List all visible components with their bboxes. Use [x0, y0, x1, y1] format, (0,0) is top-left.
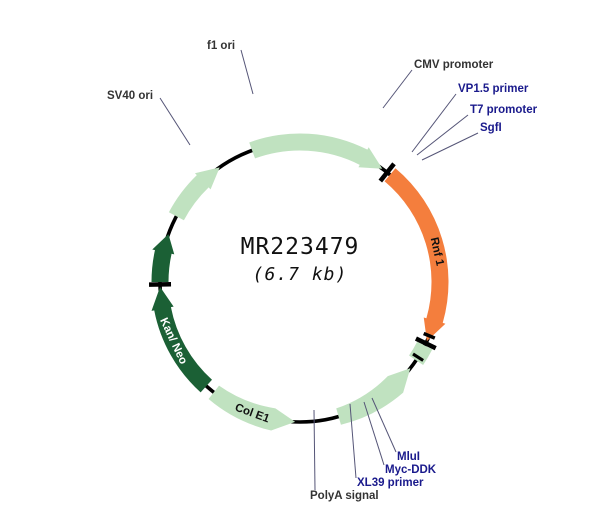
- plasmid-size: (6.7 kb): [253, 264, 348, 285]
- leader-line-mlui: [371, 397, 397, 453]
- leader-line-t7-promoter: [416, 114, 469, 156]
- callout-label-t7-promoter[interactable]: T7 promoter: [470, 104, 538, 116]
- callout-label-sv40-ori[interactable]: SV40 ori: [107, 90, 153, 102]
- callout-label-myc-ddk[interactable]: Myc-DDK: [385, 464, 437, 476]
- site-tick-minor-1[interactable]: [412, 352, 424, 362]
- feature-rnf1-orf[interactable]: [384, 168, 449, 342]
- feature-polya-signal[interactable]: [336, 368, 411, 425]
- site-tick-minor-0[interactable]: [423, 331, 436, 340]
- leader-line-myc-ddk: [363, 401, 385, 466]
- leader-line-sv40-ori: [159, 97, 191, 146]
- callout-label-cmv-promoter[interactable]: CMV promoter: [414, 59, 494, 71]
- feature-cmv-promoter[interactable]: [249, 133, 383, 169]
- callout-label-vp15-primer[interactable]: VP1.5 primer: [458, 83, 529, 95]
- feature-f1-ori[interactable]: [168, 167, 220, 221]
- feature-arcs-group: [151, 133, 449, 431]
- leader-line-xl39-primer: [349, 403, 357, 479]
- callout-label-f1-ori[interactable]: f1 ori: [207, 40, 235, 52]
- site-tick-sgfi[interactable]: [378, 162, 396, 183]
- feature-sv40-ori[interactable]: [151, 234, 175, 282]
- leader-line-sgfi: [421, 132, 479, 161]
- feature-col-e1[interactable]: [208, 385, 296, 431]
- site-tick-mlui[interactable]: [414, 336, 437, 351]
- callout-label-mlui[interactable]: MluI: [397, 451, 420, 463]
- callout-label-xl39-primer[interactable]: XL39 primer: [357, 477, 424, 489]
- plasmid-name: MR223479: [241, 234, 360, 260]
- leader-line-cmv-promoter: [382, 69, 413, 109]
- callout-leader-lines-group: [159, 49, 479, 491]
- feature-kan-neo[interactable]: [151, 286, 213, 393]
- restriction-site-ticks-group: [148, 162, 437, 362]
- feature-myc-ddk[interactable]: [409, 341, 433, 366]
- leader-line-vp15-primer: [411, 93, 457, 153]
- leader-line-f1-ori: [240, 49, 254, 95]
- leader-line-polya-signal: [313, 409, 316, 491]
- callout-label-sgfi[interactable]: SgfI: [480, 122, 502, 134]
- callout-label-polya-signal[interactable]: PolyA signal: [310, 490, 379, 502]
